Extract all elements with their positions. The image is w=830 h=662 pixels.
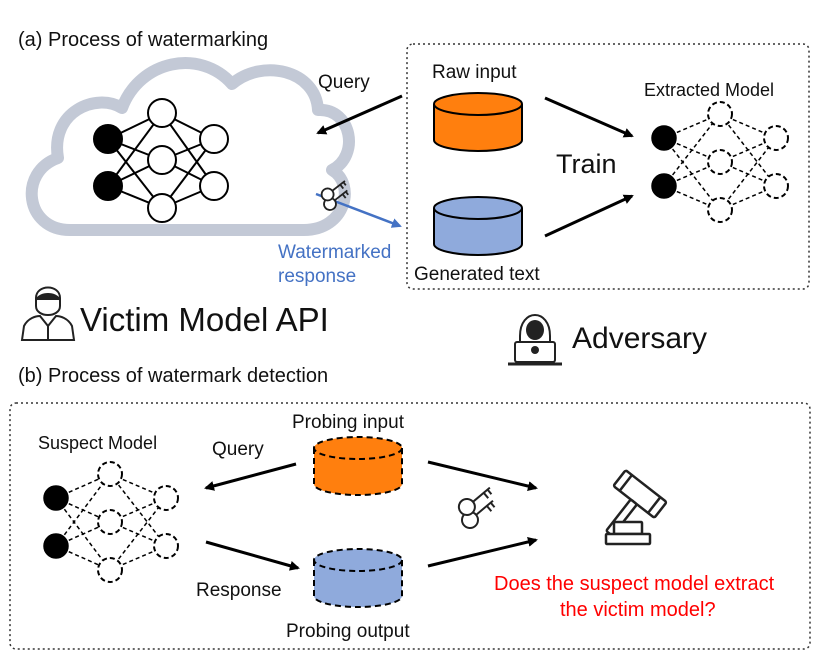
gavel-icon [604,469,668,546]
extracted-model-label: Extracted Model [644,80,774,100]
part-a-title: (a) Process of watermarking [18,29,268,51]
probe-arrow-bottom [427,537,538,568]
probe-arrow-top [427,460,538,491]
generated-text-label: Generated text [414,264,540,285]
train-arrow-top [544,96,634,138]
watermarked-label-line1: Watermarked [278,242,391,263]
query-arrow-a [316,94,403,135]
adversary-label: Adversary [572,322,707,355]
generated-text-cylinder [433,196,523,256]
probing-output-label: Probing output [286,621,410,642]
response-arrow [205,540,300,571]
person-icon [20,286,76,341]
train-arrow-bottom [544,194,634,238]
suspect-network [43,461,179,583]
adversary-box [406,43,810,290]
question-line2: the victim model? [560,599,716,621]
keys-icon [320,180,349,211]
probing-output-cylinder [313,548,403,608]
raw-input-cylinder [433,92,523,152]
query-label-b: Query [212,439,264,460]
cloud-shape [25,57,355,236]
victim-network [93,98,229,223]
train-label: Train [556,149,617,179]
victim-label: Victim Model API [80,301,329,338]
probing-input-label: Probing input [292,412,405,433]
probing-input-cylinder [313,436,403,496]
query-arrow-b [204,462,297,491]
raw-input-label: Raw input [432,62,517,83]
hacker-icon [508,314,562,366]
response-label: Response [196,580,282,601]
question-line1: Does the suspect model extract [494,573,775,595]
watermarked-label-line2: response [278,266,356,287]
suspect-model-label: Suspect Model [38,433,157,453]
part-b-title: (b) Process of watermark detection [18,365,328,387]
keys-icon [457,486,496,529]
query-label-a: Query [318,72,370,93]
extracted-network [651,101,789,223]
